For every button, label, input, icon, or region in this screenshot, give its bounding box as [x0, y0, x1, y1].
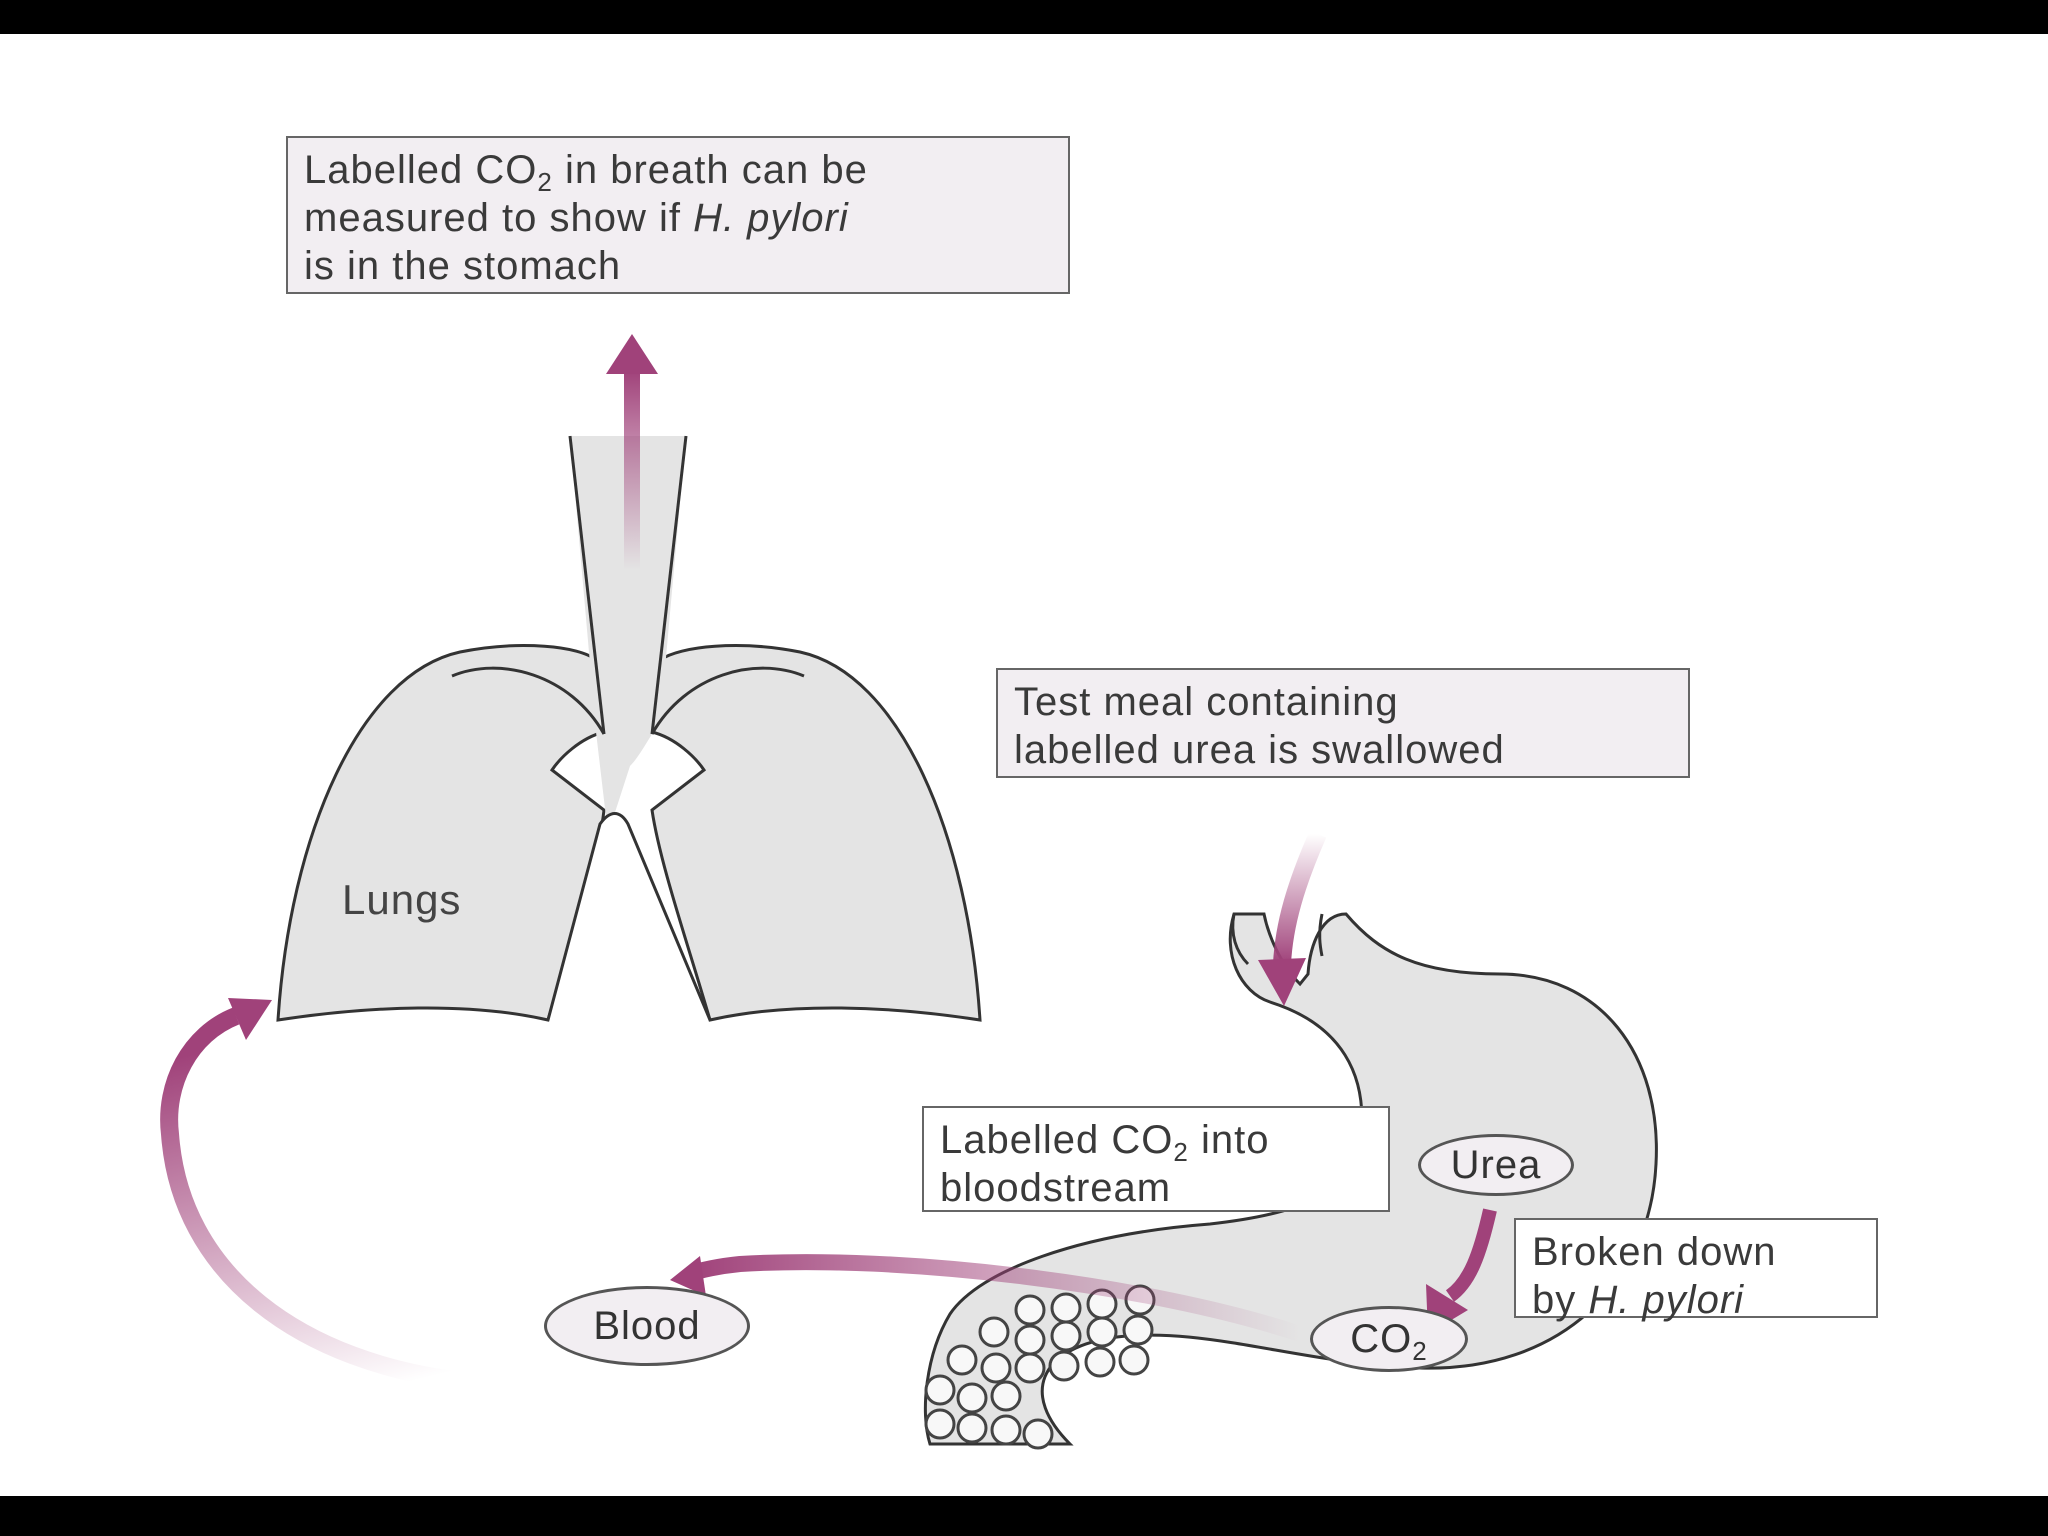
- intestine-cells: [924, 1284, 1156, 1450]
- bloodstream-box: Labelled CO2 into bloodstream: [922, 1106, 1390, 1212]
- arrow-breath-out: [606, 334, 658, 570]
- blood-oval: Blood: [544, 1286, 750, 1366]
- lungs-label: Lungs: [342, 876, 462, 923]
- arrow-meal-in: [1258, 830, 1327, 1006]
- test-meal-box: Test meal containing labelled urea is sw…: [996, 668, 1690, 778]
- diagram-canvas: Labelled CO2 in breath can be measured t…: [0, 34, 2048, 1496]
- arrow-blood-to-lungs: [160, 998, 471, 1391]
- arrow-co2-to-blood: [670, 1254, 1303, 1342]
- breath-test-box: Labelled CO2 in breath can be measured t…: [286, 136, 1070, 294]
- broken-down-box: Broken down by H. pylori: [1514, 1218, 1878, 1322]
- diagram-graphics: [160, 334, 1658, 1450]
- co2-oval: CO2: [1310, 1306, 1468, 1372]
- lungs-shape: [276, 435, 982, 1022]
- urea-oval: Urea: [1418, 1134, 1574, 1196]
